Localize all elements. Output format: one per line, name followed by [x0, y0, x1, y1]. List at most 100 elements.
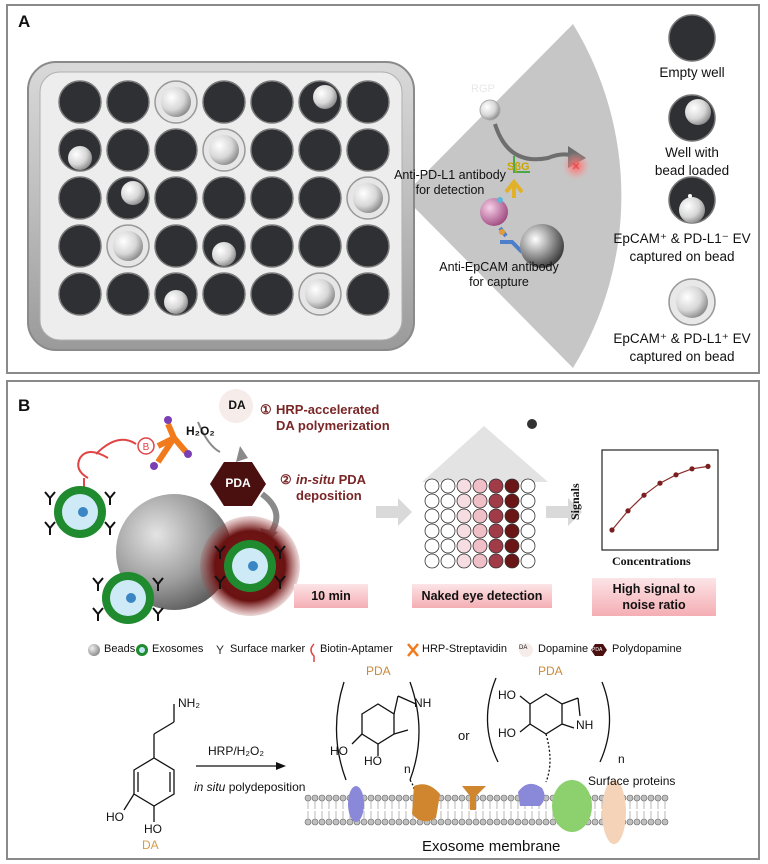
plate-well [58, 80, 102, 124]
ho-b2: HO [498, 726, 516, 740]
detection-well [520, 478, 536, 494]
detection-well [472, 478, 488, 494]
arrow-2 [546, 498, 582, 526]
chart-ylabel: Signals [568, 483, 582, 520]
detection-well [424, 508, 440, 524]
plate-well [250, 272, 294, 316]
detection-well [456, 523, 472, 539]
pda-structure-1 [335, 681, 420, 803]
plate-well [250, 224, 294, 268]
signal-chart-frame [601, 449, 719, 551]
detection-well [520, 538, 536, 554]
membrane-protein-3 [462, 786, 486, 810]
plate-well [58, 128, 102, 172]
detection-well [504, 493, 520, 509]
detection-well [424, 553, 440, 569]
dopamine-icon [519, 643, 533, 657]
plate-well [250, 80, 294, 124]
hrp-streptavidin-icon [407, 643, 419, 657]
plate-well [106, 176, 150, 220]
legend-b-text-0: Beads [104, 643, 136, 655]
svg-text:B: B [143, 442, 150, 453]
plate-well [346, 176, 390, 220]
snr-box: High signal to noise ratio [592, 578, 716, 616]
panel-a-illustration: ✕ [27, 14, 716, 368]
plate-well [298, 224, 342, 268]
detection-well [440, 538, 456, 554]
arrow-1 [376, 498, 412, 526]
detection-well [440, 493, 456, 509]
nh-b: NH [576, 718, 594, 732]
plate-well [154, 128, 198, 172]
plate-well [298, 176, 342, 220]
membrane-protein-6 [602, 780, 626, 844]
pda-structure-2 [486, 677, 611, 783]
detection-well [520, 508, 536, 524]
plate-well [58, 224, 102, 268]
fluorescence-glow [562, 152, 590, 180]
conversion-arrow [493, 123, 574, 162]
plate-well [346, 224, 390, 268]
pda-hexagon [210, 462, 266, 506]
legend-b-text-2: Surface marker [230, 643, 306, 655]
membrane-protein-5 [552, 780, 592, 832]
detection-well [456, 538, 472, 554]
plate-well [250, 128, 294, 172]
nh2-label: NH₂ [178, 696, 200, 710]
detection-well [488, 478, 504, 494]
n2-label: n [618, 752, 625, 766]
detection-well [440, 523, 456, 539]
detection-well [424, 493, 440, 509]
legend-b-text-1: Exosomes [152, 643, 204, 655]
legend-a-text-2: EpCAM⁺ & PD-L1⁻ EV captured on bead [613, 231, 751, 264]
plate-well [202, 128, 246, 172]
rgp-bead [479, 99, 501, 121]
insitu-italic: in situ [194, 780, 226, 794]
plate-well [346, 272, 390, 316]
step2-number: ② [280, 472, 292, 487]
detection-well [504, 553, 520, 569]
chart-xlabel: Concentrations [612, 554, 691, 568]
naked-eye-box: Naked eye detection [412, 584, 552, 608]
panel-a-letter: A [18, 12, 31, 31]
empty-well-icon [668, 14, 716, 62]
panel-a: A ✕ [6, 4, 760, 374]
detection-well [440, 508, 456, 524]
detection-well [456, 553, 472, 569]
biotin-aptamer-icon [310, 643, 315, 662]
step2-label: PDA deposition [296, 472, 367, 503]
svg-text:✕: ✕ [571, 161, 580, 173]
rgp-label: RGP [471, 83, 495, 95]
da-ho2: HO [144, 822, 162, 836]
reagent-label: HRP/H₂O₂ [208, 744, 264, 758]
membrane-protein-1 [348, 786, 364, 822]
legend-a-text-0: Empty well [659, 65, 725, 80]
plate-well [202, 80, 246, 124]
detection-well [520, 493, 536, 509]
da-ho1: HO [106, 810, 124, 824]
plate-well [106, 128, 150, 172]
membrane-label: Exosome membrane [422, 838, 561, 855]
exosomes-icon [136, 644, 148, 656]
detection-well [472, 538, 488, 554]
plate-well [346, 80, 390, 124]
plate-well [106, 80, 150, 124]
detection-well [424, 523, 440, 539]
panel-b: B B [6, 380, 760, 860]
sbg-label: SβG [507, 161, 530, 173]
pda-label: PDA [225, 476, 251, 490]
capture-antibody-label: Anti-EpCAM antibody for capture [439, 260, 559, 289]
detection-well [472, 523, 488, 539]
signal-point [705, 463, 711, 469]
plate-well [250, 176, 294, 220]
signal-point [641, 492, 647, 498]
detection-well [440, 553, 456, 569]
capture-bead [520, 224, 564, 268]
step2-italic: in-situ [296, 472, 335, 487]
detection-well [488, 538, 504, 554]
legend-b-text-4: HRP-Streptavidin [422, 643, 507, 655]
pda2-label: PDA [538, 664, 563, 678]
detection-well [456, 508, 472, 524]
legend-b-text-3: Biotin-Aptamer [320, 643, 393, 655]
detection-well [520, 523, 536, 539]
